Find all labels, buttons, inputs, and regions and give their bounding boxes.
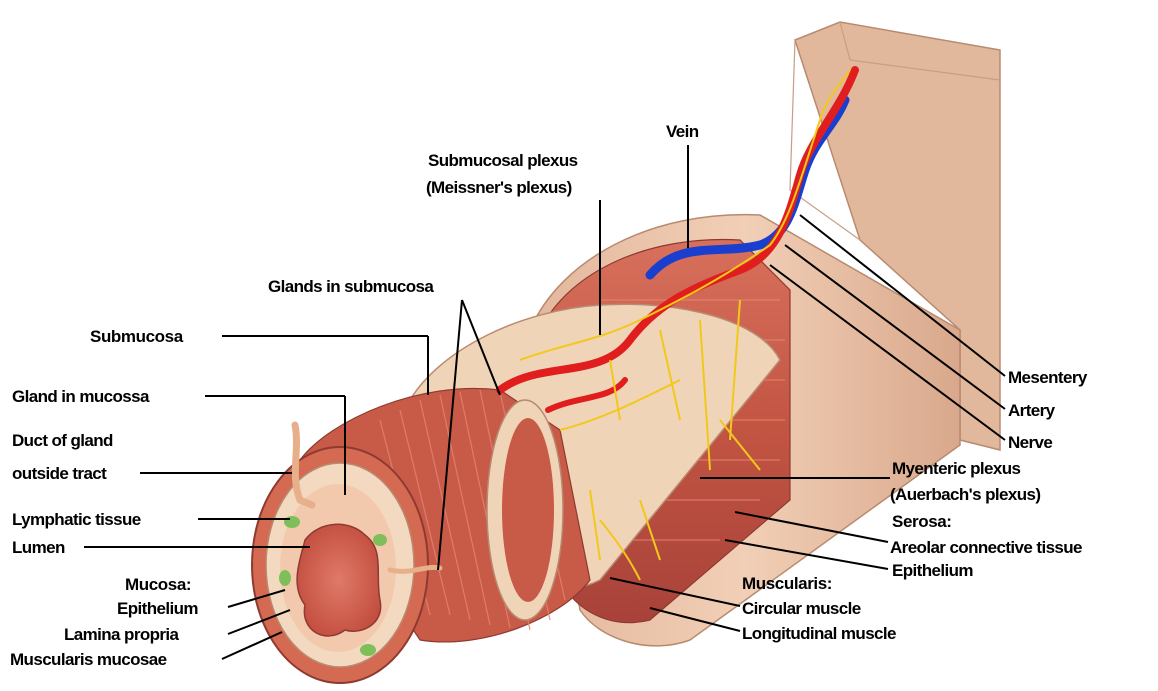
label-meissners-plexus: (Meissner's plexus) xyxy=(426,178,572,197)
label-submucosa: Submucosa xyxy=(90,327,184,346)
lymphatic-nodule xyxy=(279,570,291,586)
label-serosa-heading: Serosa: xyxy=(892,512,952,531)
label-lumen: Lumen xyxy=(12,538,65,557)
label-areolar-tissue: Areolar connective tissue xyxy=(890,538,1082,557)
label-auerbachs-plexus: (Auerbach's plexus) xyxy=(890,485,1040,504)
label-epithelium-mucosa: Epithelium xyxy=(117,599,198,618)
label-outside-tract: outside tract xyxy=(12,464,107,483)
label-muscularis-heading: Muscularis: xyxy=(742,574,832,593)
label-gland-in-mucosa: Gland in mucossa xyxy=(12,387,150,406)
label-duct-of-gland: Duct of gland xyxy=(12,431,113,450)
label-circular-muscle: Circular muscle xyxy=(742,599,861,618)
label-mesentery: Mesentery xyxy=(1008,368,1088,387)
label-lamina-propria: Lamina propria xyxy=(64,625,180,644)
label-submucosal-plexus: Submucosal plexus xyxy=(428,151,578,170)
label-artery: Artery xyxy=(1008,401,1056,420)
label-lymphatic-tissue: Lymphatic tissue xyxy=(12,510,141,529)
label-vein: Vein xyxy=(666,122,699,141)
lymphatic-nodule xyxy=(373,534,387,546)
label-longitudinal-muscle: Longitudinal muscle xyxy=(742,624,896,643)
label-myenteric-plexus: Myenteric plexus xyxy=(892,459,1020,478)
label-muscularis-mucosae: Muscularis mucosae xyxy=(10,650,167,669)
label-glands-in-submucosa: Glands in submucosa xyxy=(268,277,434,296)
lumen-shape xyxy=(297,524,381,636)
lymphatic-nodule xyxy=(284,516,300,528)
label-nerve: Nerve xyxy=(1008,433,1052,452)
label-mucosa-heading: Mucosa: xyxy=(125,575,191,594)
lymphatic-nodule xyxy=(360,644,376,656)
label-epithelium-serosa: Epithelium xyxy=(892,561,973,580)
